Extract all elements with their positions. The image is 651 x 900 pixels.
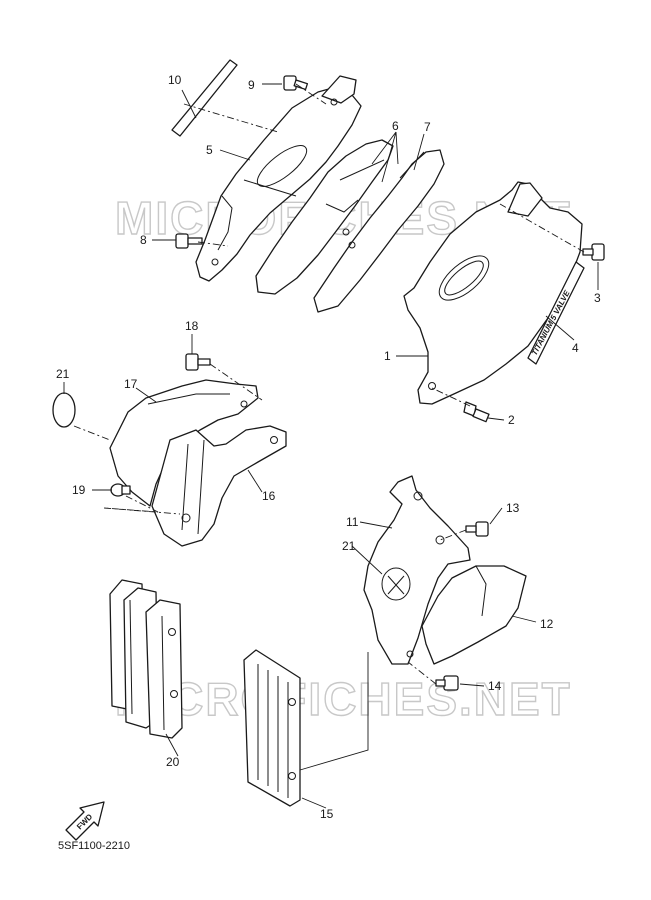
part-3-bolt	[582, 243, 605, 261]
part-19-rivet	[110, 483, 131, 497]
part-20-radiator-louver	[109, 579, 183, 739]
part-9-bolt	[283, 75, 309, 91]
centerline-3	[499, 203, 585, 253]
part-1-right-side-cover	[403, 181, 583, 405]
callout-4: 4	[572, 341, 579, 355]
link-line-11-15	[299, 652, 369, 771]
part-14-bolt	[435, 675, 459, 691]
callout-7: 7	[424, 120, 431, 134]
centerline-13	[439, 529, 467, 541]
callout-3: 3	[594, 291, 601, 305]
centerline-21-left	[73, 425, 111, 441]
callout-15: 15	[320, 807, 334, 821]
callout-2: 2	[508, 413, 515, 427]
part-15-radiator-grille	[243, 649, 301, 807]
part-21-emblem-left	[52, 392, 76, 428]
callout-16: 16	[262, 489, 276, 503]
drawing-code: 5SF1100-2210	[58, 840, 130, 852]
leader-lines	[63, 83, 599, 809]
centerline-18	[209, 363, 263, 401]
part-5-left-shroud	[195, 75, 362, 282]
part-16-scoop-insert	[151, 400, 287, 547]
callout-14: 14	[488, 679, 502, 693]
callout-19: 19	[72, 483, 86, 497]
part-7-panel	[313, 149, 445, 313]
part-17-scoop	[109, 379, 259, 507]
callout-11: 11	[346, 515, 359, 529]
part-2-bolt	[463, 401, 490, 423]
centerline-9	[295, 83, 327, 105]
watermark-bottom: MICROFICHES.NET	[115, 673, 572, 725]
callout-5: 5	[206, 143, 213, 157]
centerline-2	[431, 387, 471, 407]
centerline-19	[103, 495, 181, 515]
fwd-arrow-icon: FWD	[65, 801, 105, 841]
callout-21-right: 21	[342, 539, 356, 553]
callout-8: 8	[140, 233, 147, 247]
part-11-right-scoop	[363, 475, 471, 665]
callout-12: 12	[540, 617, 554, 631]
callout-20: 20	[166, 755, 180, 769]
centerline-14	[407, 661, 437, 685]
callout-18: 18	[185, 319, 199, 333]
part-13-bolt	[465, 521, 489, 537]
centerline-10	[183, 103, 279, 133]
callout-10: 10	[168, 73, 182, 87]
callout-13: 13	[506, 501, 520, 515]
part-10-strip	[171, 59, 238, 137]
part-8-bolt	[175, 233, 203, 249]
callout-1: 1	[384, 349, 391, 363]
callout-21-left: 21	[56, 367, 70, 381]
callout-17: 17	[124, 377, 138, 391]
centerline-8	[197, 241, 229, 247]
callout-6: 6	[392, 119, 399, 133]
part-18-bolt	[185, 353, 211, 371]
callout-9: 9	[248, 78, 255, 92]
part-12-panel	[421, 565, 527, 665]
